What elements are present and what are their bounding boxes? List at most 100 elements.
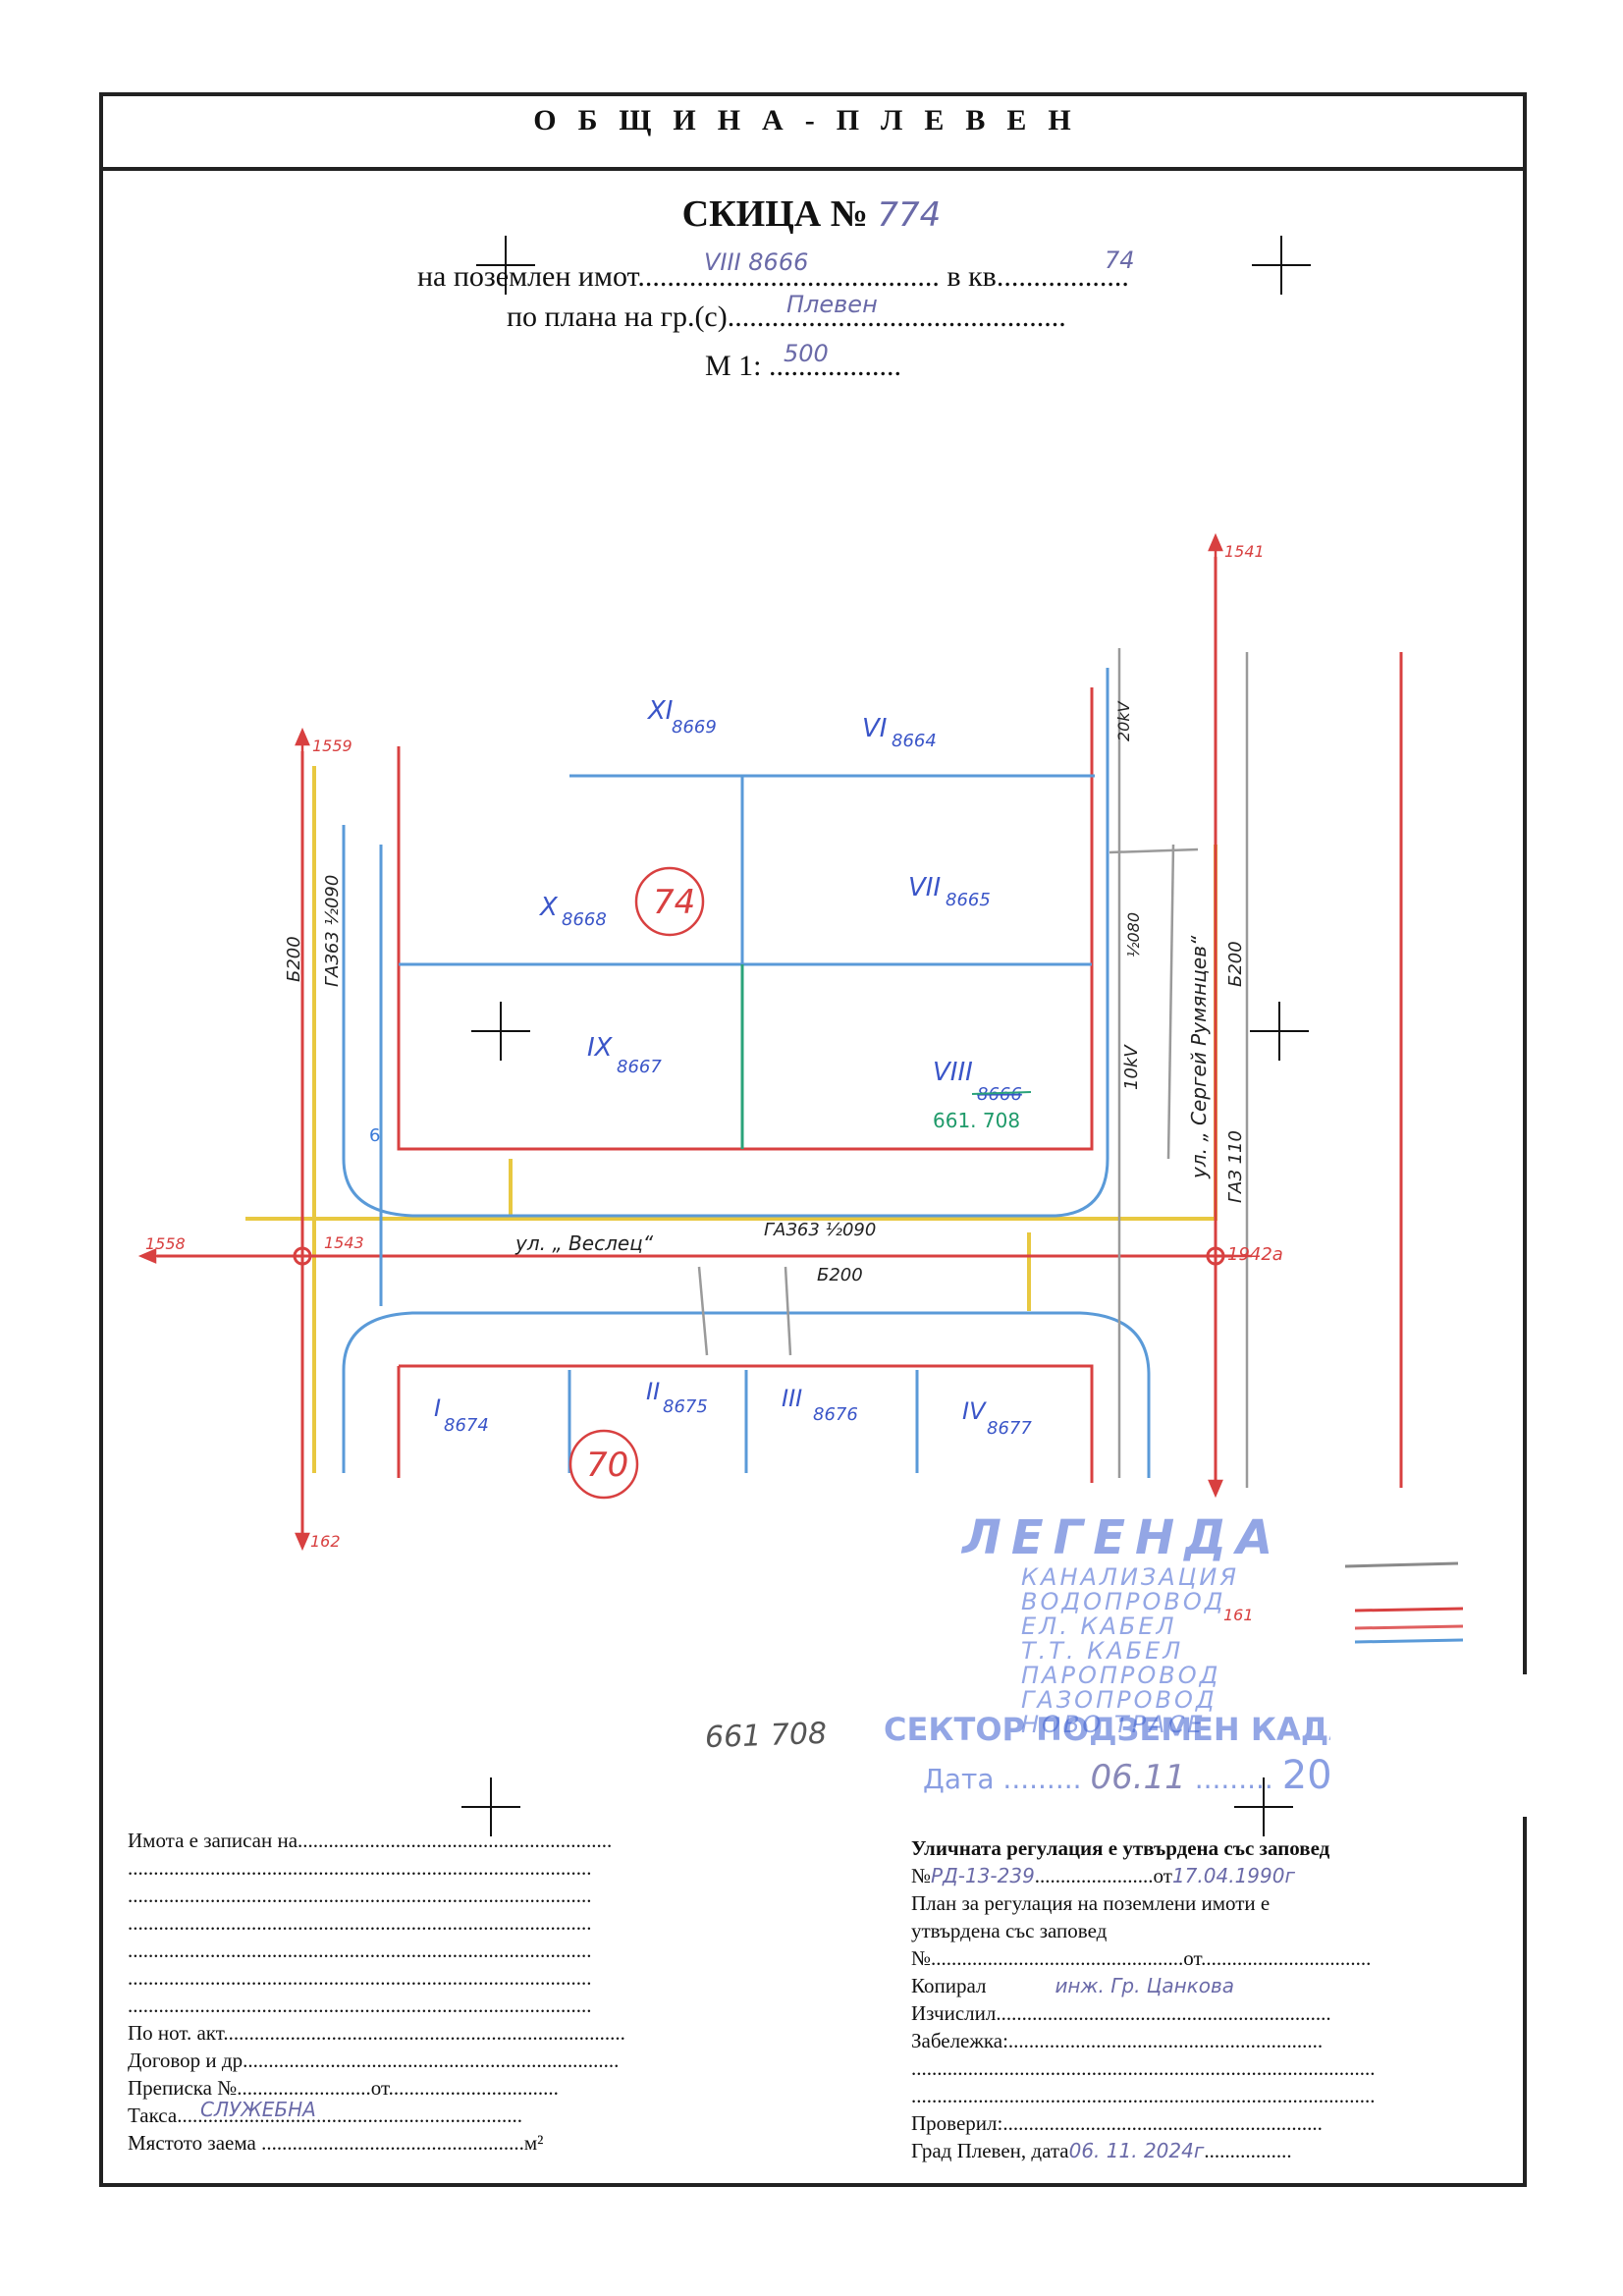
parcel-number: 8676 xyxy=(813,1404,858,1425)
quarter-70-label: 70 xyxy=(586,1446,628,1485)
notary-label: По нот. акт xyxy=(128,2021,224,2045)
plan-reg-row: утвърдена със заповед xyxy=(911,1919,1108,1942)
dots-row: ........................................… xyxy=(128,1884,592,1907)
transcript-label: Преписка № xyxy=(128,2076,238,2100)
top-parcels: XI 8669 VI 8664 X 8668 VII 8665 IX 8667 … xyxy=(538,696,1022,1105)
cross-mark xyxy=(1234,1777,1293,1836)
header-bar xyxy=(99,92,1527,171)
stamp-date-dots: ......... xyxy=(1002,1763,1082,1795)
stamp-date-value: 06.11 xyxy=(1090,1758,1186,1797)
parcel-number: 8668 xyxy=(562,909,607,930)
parcel-line: на поземлен имот........................… xyxy=(417,246,1135,294)
dots-row: ........................................… xyxy=(128,1939,592,1962)
cable-20kv-label: 20kV xyxy=(1114,700,1133,741)
calculated-dots: ........................................… xyxy=(996,2001,1331,2025)
checked-label: Проверил: xyxy=(911,2111,1003,2135)
stamp-date-label: Дата xyxy=(923,1763,995,1795)
parcel-number: 8666 xyxy=(977,1084,1022,1105)
redaction-block xyxy=(1001,1954,1111,2005)
city-date-value: 06. 11. 2024г xyxy=(1068,2139,1205,2162)
stamp-date-dots-2: ......... xyxy=(1194,1763,1273,1795)
street-reg-label: Уличната регулация е утвърдена със запов… xyxy=(911,1836,1330,1860)
dots-row: ........................................… xyxy=(911,2056,1376,2080)
redaction-block xyxy=(1330,1674,1527,1817)
plan-label: по плана на гр.(с) xyxy=(507,301,728,333)
parcel-dots: ........................................… xyxy=(637,260,940,293)
gas-left-label: ГАЗ63 ½090 xyxy=(322,875,343,987)
street-side-label: ул. „ Сергей Румянцев“ xyxy=(1187,935,1211,1179)
quarter-label: в кв. xyxy=(947,260,1004,293)
street-no-value: РД-13-239 xyxy=(931,1864,1035,1887)
strike-line xyxy=(971,1091,1032,1095)
legend-swatch xyxy=(1354,1607,1464,1613)
regulation-block: Уличната регулация е утвърдена със запов… xyxy=(911,1834,1376,2164)
municipality-title: ОБЩИНА-ПЛЕВЕН xyxy=(533,104,1093,137)
scale-label: М 1: xyxy=(705,350,762,382)
scale-dots: .................. xyxy=(769,350,902,382)
water-lines xyxy=(157,557,1232,1547)
plan-value: Плевен xyxy=(786,291,878,318)
point-arrows xyxy=(137,532,1252,1552)
contract-row: Договор и др............................… xyxy=(128,2047,625,2074)
area-unit: м² xyxy=(523,2131,544,2155)
point-label: 1558 xyxy=(145,1234,186,1253)
parcel-number: 8664 xyxy=(892,731,937,751)
notary-dots: ........................................… xyxy=(223,2021,625,2045)
property-record-block: Имота е записан на......................… xyxy=(128,1827,625,2157)
legend-title: ЛЕГЕНДА xyxy=(962,1510,1283,1565)
parcel-roman: VI xyxy=(862,714,887,743)
cable-lines xyxy=(342,668,1151,1478)
fee-row: Такса...................................… xyxy=(128,2098,625,2129)
parcel-number: 8677 xyxy=(987,1418,1032,1439)
legend-item: ГАЗОПРОВОД xyxy=(1021,1686,1217,1714)
parcel-roman: II xyxy=(646,1378,660,1405)
area-note: 661 708 xyxy=(704,1716,828,1756)
parcel-roman: I xyxy=(434,1394,441,1422)
scale-line: М 1: .................. 500 xyxy=(705,340,902,383)
cross-mark xyxy=(1252,236,1311,295)
sector-stamp: СЕКТОР ПОДЗЕМЕН КАДА xyxy=(884,1711,1354,1748)
water-main-label: Б200 xyxy=(817,1265,863,1285)
cross-mark xyxy=(1250,1002,1309,1061)
dots-row: ........................................… xyxy=(911,2084,1376,2107)
sketch-title-prefix: СКИЦА № xyxy=(681,193,868,235)
street-no-dots: ....................... xyxy=(1034,1864,1154,1887)
copied-value: инж. Гр. Цанкова xyxy=(1055,1974,1235,1997)
gas-main-label: ГАЗ63 ½090 xyxy=(764,1220,876,1240)
street-main-label: ул. „ Веслец“ xyxy=(514,1231,654,1255)
marker-label: 6 xyxy=(369,1125,380,1146)
dots-row: ........................................… xyxy=(128,1994,592,2017)
point-label: 161 xyxy=(1223,1606,1254,1624)
water-left-label: Б200 xyxy=(284,936,304,982)
parcel-number: 8665 xyxy=(946,890,991,910)
point-label: 1942a xyxy=(1227,1244,1283,1265)
parcel-roman: X xyxy=(538,893,559,922)
cross-mark xyxy=(471,1002,530,1061)
sketch-number: 774 xyxy=(877,195,942,235)
sewer-lines xyxy=(697,648,1249,1488)
legend-swatch xyxy=(1354,1624,1464,1630)
street-no-label: № xyxy=(911,1864,932,1887)
point-label: 1541 xyxy=(1224,542,1265,561)
street-no-row: №РД-13-239.......................от17.04… xyxy=(911,1862,1376,1889)
stamp-date: Дата ......... 06.11 ......... 2024 xyxy=(923,1753,1382,1798)
dots-row: ........................................… xyxy=(128,1856,592,1880)
recorded-dots: ........................................… xyxy=(298,1829,613,1852)
plan-no-label: № xyxy=(911,1946,932,1970)
legend-item: ВОДОПРОВОД xyxy=(1021,1588,1226,1615)
legend-swatch xyxy=(1344,1561,1459,1568)
area-dots: ........................................… xyxy=(261,2131,524,2155)
quarter-74-label: 74 xyxy=(653,883,695,922)
fee-dots: ........................................… xyxy=(177,2104,522,2127)
street-from-label: от xyxy=(1153,1864,1172,1887)
legend-swatch xyxy=(1354,1638,1464,1644)
parcel-number: 8667 xyxy=(617,1057,662,1077)
legend-swatches xyxy=(1344,1561,1464,1644)
point-labels: 1559 1541 1558 1543 1942a 162 161 xyxy=(145,542,1283,1624)
recorded-label: Имота е записан на xyxy=(128,1829,298,1852)
registration-crosses xyxy=(461,236,1311,1836)
note-row: Забележка:..............................… xyxy=(911,2027,1376,2054)
transcript-row: Преписка №..........................от..… xyxy=(128,2074,625,2102)
parcel-roman: III xyxy=(782,1385,802,1412)
